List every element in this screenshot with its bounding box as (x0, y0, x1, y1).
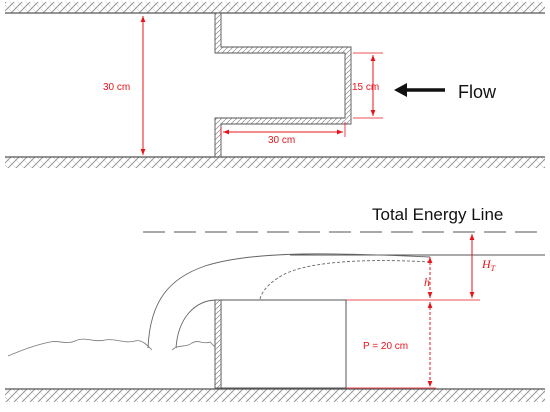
channel-width-dimension: 30 cm (103, 16, 146, 155)
weir-height-dimension: P = 20 cm (346, 302, 436, 389)
channel-width-label: 30 cm (103, 82, 130, 93)
weir-length-dimension: 30 cm (220, 122, 346, 146)
opening-width-label: 15 cm (352, 82, 379, 93)
arrow-left-icon (394, 83, 445, 97)
flow-label: Flow (458, 82, 497, 102)
nappe-lower (259, 260, 431, 301)
top-bank-hatch (5, 2, 545, 13)
opening-width-dimension: 15 cm (352, 52, 383, 119)
total-head-label-sub: T (491, 264, 496, 273)
energy-line-label: Total Energy Line (372, 205, 503, 224)
head-label: h (424, 275, 430, 289)
weir-wall-plan (214, 12, 352, 158)
splash-right (171, 341, 216, 351)
bottom-bank-hatch (5, 157, 545, 168)
weir-height-label: P = 20 cm (363, 341, 408, 352)
weir-length-label: 30 cm (268, 135, 295, 146)
total-head-dimension: HT (469, 234, 496, 298)
weir-block (220, 299, 347, 389)
weir-plate (214, 299, 222, 389)
jet-inner (175, 299, 218, 349)
total-head-label: HT (481, 257, 496, 273)
nappe-upper (147, 253, 431, 349)
section-view: Total Energy Line HT h (5, 205, 545, 402)
splash-left (7, 338, 153, 357)
plan-view: 30 cm 15 cm 30 cm Flow (5, 2, 545, 168)
head-dimension: h (424, 257, 433, 298)
flow-indicator: Flow (394, 82, 497, 102)
total-head-label-main: H (481, 257, 492, 271)
channel-bed-hatch (5, 389, 545, 402)
